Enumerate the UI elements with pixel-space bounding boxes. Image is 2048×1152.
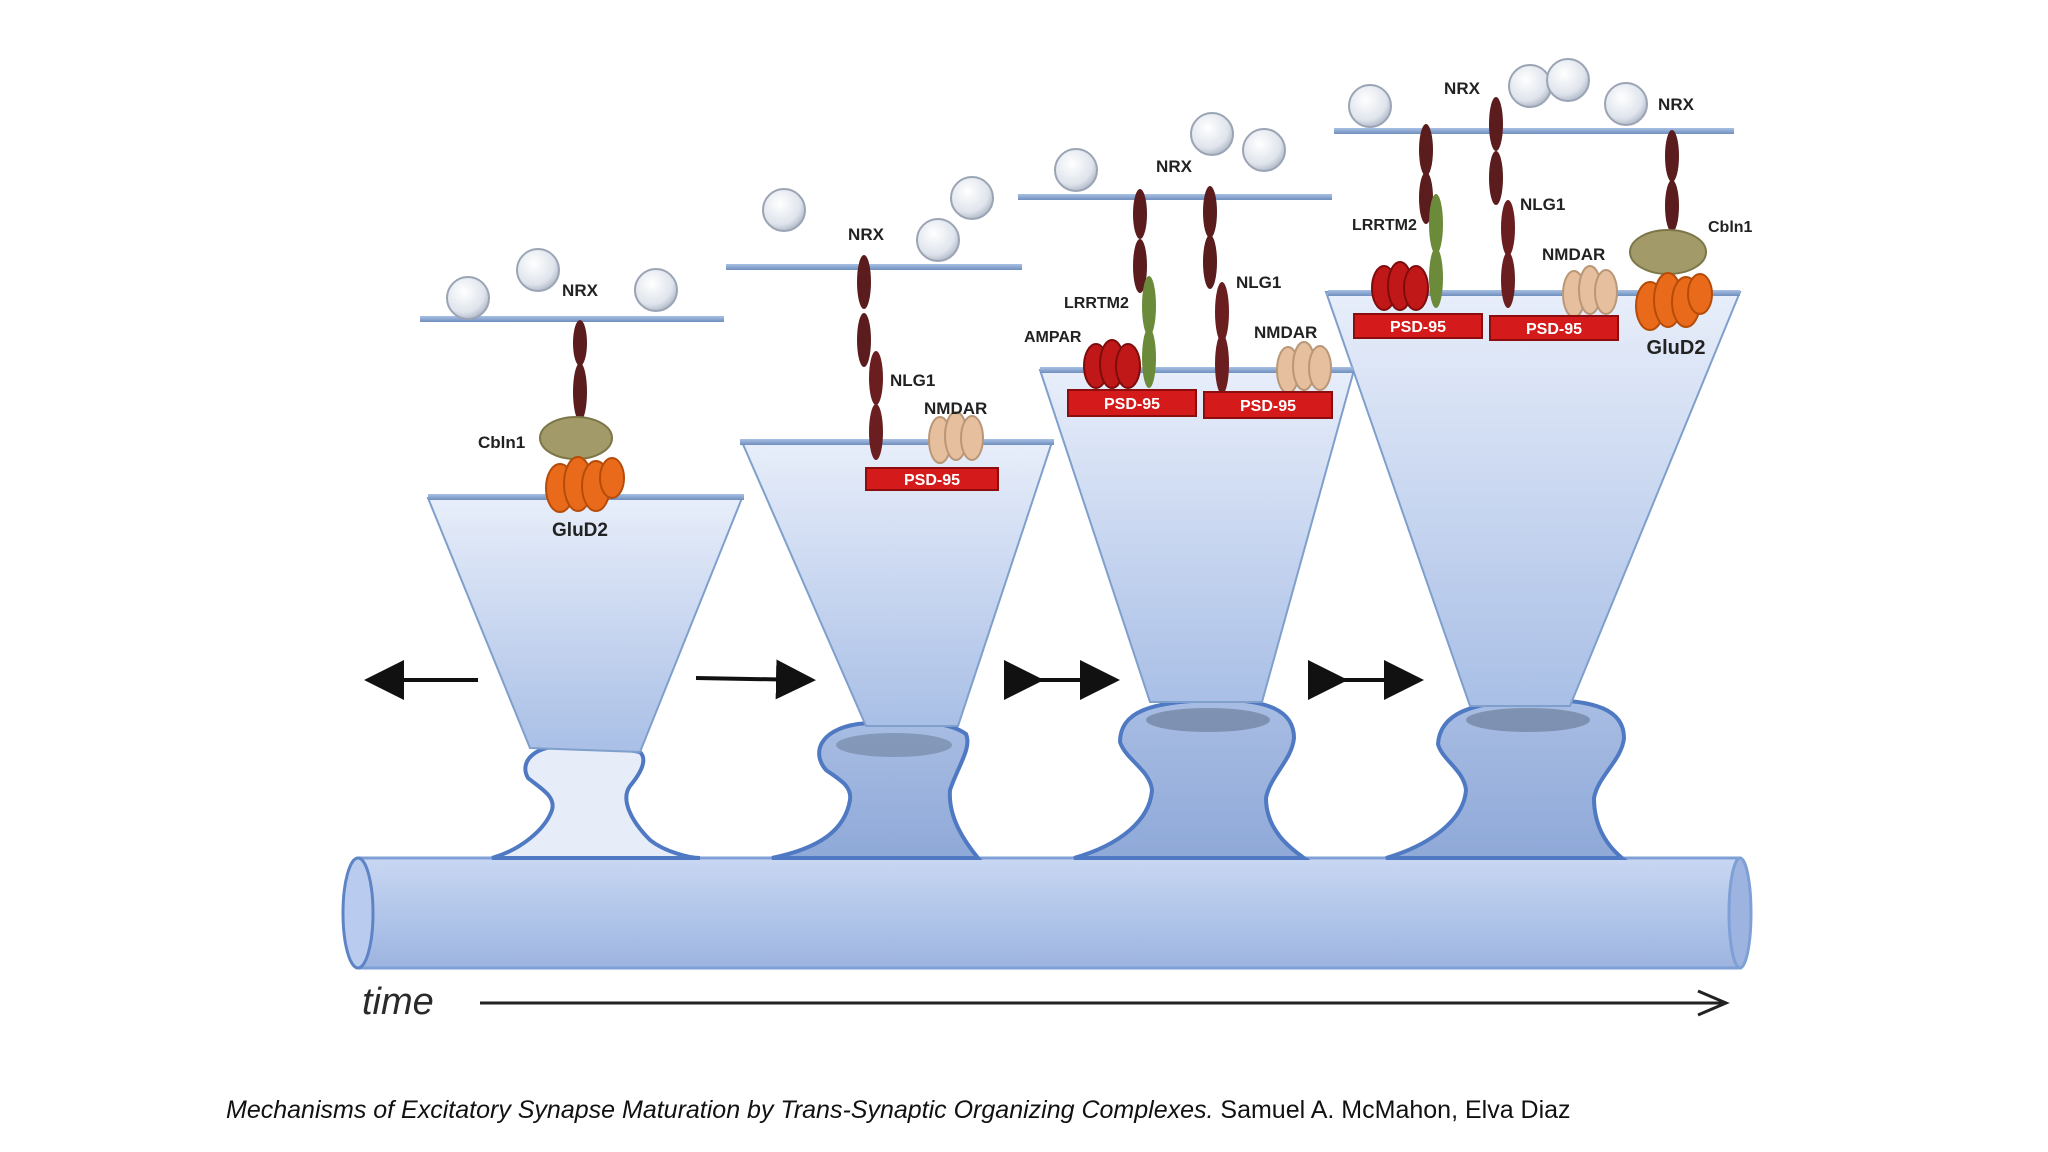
psd95-4b: [1489, 315, 1619, 341]
synapse-1-complex: NRX Cbln1 GluD2: [478, 281, 625, 541]
glud2-4: [1635, 272, 1713, 331]
nrx-2: [857, 255, 871, 309]
nrx-4c: [1665, 130, 1679, 182]
postsynaptic-membrane-2: [740, 439, 1054, 445]
nlg1-4: [1501, 200, 1515, 256]
spine-4-density: [1466, 708, 1590, 732]
nlg1-2: [869, 351, 883, 405]
cbln1-4: [1629, 229, 1707, 275]
spine-2-density: [836, 733, 952, 757]
nlg1-label-4: NLG1: [1520, 195, 1565, 214]
spine-3-density: [1146, 708, 1270, 732]
psd95-4a: [1353, 313, 1483, 339]
psd95-label-3b: PSD-95: [1240, 398, 1296, 415]
presynaptic-membrane-2: [726, 264, 1022, 270]
nlg1-3: [1215, 282, 1229, 342]
caption-authors: Samuel A. McMahon, Elva Diaz: [1220, 1096, 1571, 1124]
psd95-3b: [1203, 391, 1333, 419]
spine-1: [491, 743, 701, 860]
figure-caption: Mechanisms of Excitatory Synapse Maturat…: [226, 1096, 1571, 1125]
nrx-label-1: NRX: [562, 281, 599, 300]
synapse-4-complex: PSD-95 PSD-95 NRX NRX LRRTM2 NLG1 NMDAR …: [1352, 79, 1753, 359]
ampar-4: [1371, 261, 1429, 311]
arrow-right: [695, 659, 816, 700]
nrx-3b: [1203, 186, 1217, 238]
lrrtm2-label-4: LRRTM2: [1352, 217, 1417, 234]
time-arrow: [480, 989, 1730, 1017]
presynaptic-membrane-3: [1018, 194, 1332, 200]
lrrtm2-4: [1429, 194, 1443, 254]
presynaptic-membrane-1: [420, 316, 724, 322]
postsynaptic-membrane-3: [1040, 367, 1354, 373]
cbln1-label-4: Cbln1: [1708, 219, 1753, 236]
caption-title: Mechanisms of Excitatory Synapse Maturat…: [226, 1096, 1214, 1124]
cone-3: [1038, 369, 1356, 703]
glud2-1: [545, 456, 625, 513]
psd95-label-2: PSD-95: [904, 472, 960, 489]
glud2-label-4: GluD2: [1647, 337, 1706, 359]
nrx-label-2: NRX: [848, 225, 885, 244]
nmdar-3: [1276, 341, 1332, 394]
spine-2: [771, 719, 983, 860]
psd95-label-4b: PSD-95: [1526, 321, 1582, 338]
nmdar-4: [1562, 265, 1618, 318]
nrx-3a: [1133, 189, 1147, 239]
nrx-4b: [1489, 97, 1503, 151]
nlg1-label-2: NLG1: [890, 371, 935, 390]
presynaptic-membrane-4: [1334, 128, 1734, 134]
dendrite-shaft: [341, 856, 1753, 970]
nmdar-label-3: NMDAR: [1254, 323, 1317, 342]
time-label: time: [362, 981, 434, 1023]
glud2-label-1: GluD2: [552, 520, 608, 541]
synapse-2-complex: PSD-95 NRX NLG1 NMDAR: [848, 225, 999, 491]
lrrtm2-3: [1142, 276, 1156, 336]
postsynaptic-membrane-4: [1328, 290, 1740, 296]
nrx-label-3: NRX: [1156, 157, 1193, 176]
cbln1-label-1: Cbln1: [478, 433, 525, 452]
synapse-3-complex: PSD-95 PSD-95 NRX LRRTM2 AMPAR NLG1 NMDA…: [1024, 157, 1333, 419]
nlg1-label-3: NLG1: [1236, 273, 1281, 292]
cbln1-1: [539, 416, 613, 460]
vesicles: [446, 58, 1648, 320]
psd95-label-4a: PSD-95: [1390, 319, 1446, 336]
nrx-label-4a: NRX: [1444, 79, 1481, 98]
ampar-3: [1083, 339, 1141, 389]
nmdar-2: [928, 411, 984, 464]
nrx-1: [573, 320, 587, 366]
ampar-label-3: AMPAR: [1024, 329, 1082, 346]
psd95-3a: [1067, 389, 1197, 417]
nmdar-label-4: NMDAR: [1542, 245, 1605, 264]
nmdar-label-2: NMDAR: [924, 399, 987, 418]
motion-arrows: [364, 659, 1424, 700]
nrx-4a: [1419, 124, 1433, 176]
nrx-label-4b: NRX: [1658, 95, 1695, 114]
psd95-2: [865, 467, 999, 491]
psd95-label-3a: PSD-95: [1104, 396, 1160, 413]
lrrtm2-label-3: LRRTM2: [1064, 295, 1129, 312]
